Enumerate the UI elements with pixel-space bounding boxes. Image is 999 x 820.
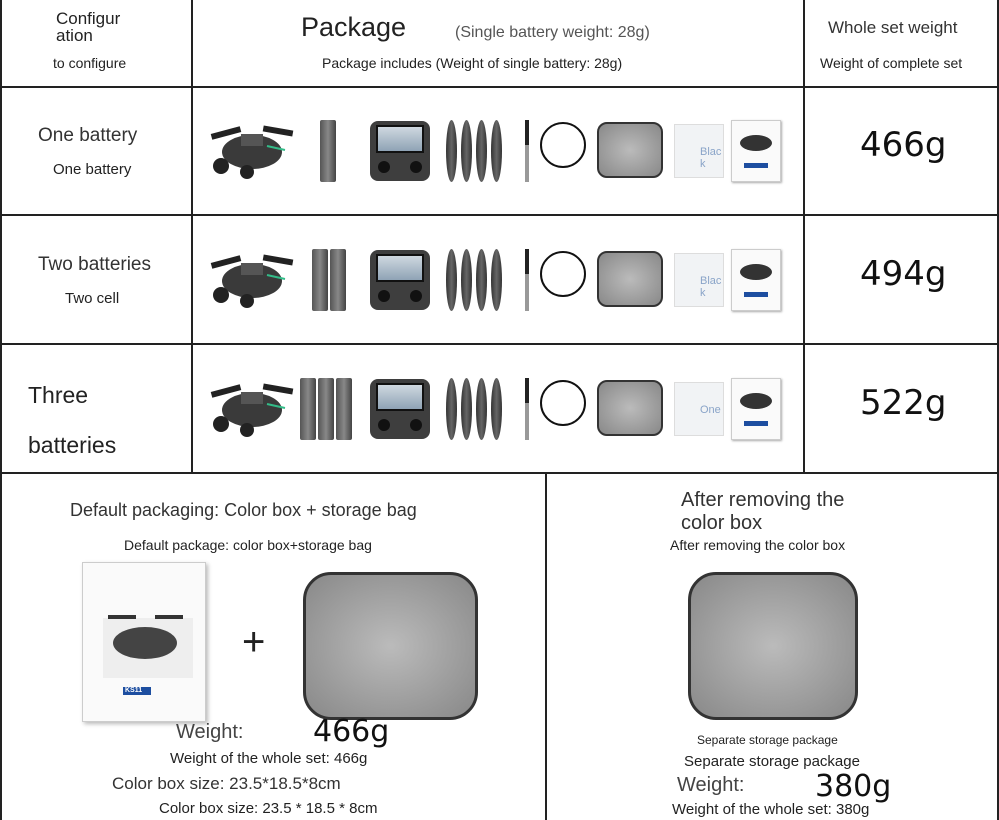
storage-bag-image <box>303 572 478 720</box>
screwdriver-icon <box>525 248 529 311</box>
drone-icon <box>210 382 294 437</box>
weight-value-right: 380g <box>815 769 892 804</box>
header-package-note: (Single battery weight: 28g) <box>455 24 650 41</box>
plus-sign: + <box>242 620 266 664</box>
weight-label: Weight: <box>176 721 244 743</box>
box-size: Color box size: 23.5*18.5*8cm <box>112 774 341 793</box>
color-box-icon <box>731 120 781 182</box>
border <box>0 0 2 820</box>
border <box>997 0 999 820</box>
divider <box>545 473 547 820</box>
header-package: Package <box>301 12 407 42</box>
usb-cable-icon <box>540 250 586 297</box>
controller-icon <box>370 378 430 439</box>
divider <box>191 0 193 473</box>
usb-cable-icon <box>540 379 586 426</box>
battery-icon <box>330 248 346 311</box>
weight-sub-right: Weight of the whole set: 380g <box>672 801 870 818</box>
box-size-sub: Color box size: 23.5 * 18.5 * 8cm <box>159 800 378 817</box>
divider <box>0 214 999 216</box>
separate: Separate storage package <box>684 753 860 770</box>
row-weight: 522g <box>860 382 947 423</box>
row-label: Three batteries <box>28 382 117 458</box>
row-label: Two batteries <box>38 253 151 275</box>
divider <box>803 0 805 473</box>
color-box-icon <box>731 377 781 440</box>
weight-label-right: Weight: <box>677 774 745 796</box>
usb-cable-icon <box>540 122 586 168</box>
row-sub: One battery <box>53 161 132 178</box>
storage-bag-image <box>688 572 858 720</box>
divider <box>0 343 999 345</box>
drone-icon <box>103 615 193 695</box>
batteries <box>320 120 338 187</box>
color-box-image: KS11 <box>82 562 206 722</box>
propellers-icon <box>446 377 506 445</box>
weight-sub: Weight of the whole set: 466g <box>170 750 368 767</box>
screwdriver-icon <box>525 120 529 182</box>
controller-icon <box>370 121 430 181</box>
weight-value: 466g <box>313 714 390 749</box>
manual-label: Blac k <box>700 274 722 299</box>
propellers-icon <box>446 120 506 187</box>
header-config: Configur ation <box>56 9 121 45</box>
row-sub: Two cell <box>65 289 120 307</box>
battery-icon <box>312 248 328 311</box>
manual-icon <box>674 252 724 307</box>
header-weight-sub: Weight of complete set <box>820 55 963 71</box>
separate-small: Separate storage package <box>697 733 838 747</box>
storage-bag-icon <box>597 250 663 307</box>
screwdriver-icon <box>525 377 529 440</box>
header-package-sub: Package includes (Weight of single batte… <box>322 55 623 71</box>
battery-icon <box>320 120 336 182</box>
header-config-sub: to configure <box>53 55 127 71</box>
storage-bag-icon <box>597 122 663 178</box>
row-weight: 466g <box>860 125 947 165</box>
drone-icon <box>210 125 294 179</box>
manual-label: One <box>700 403 721 416</box>
color-box-icon <box>731 248 781 311</box>
controller-icon <box>370 249 430 310</box>
divider <box>0 472 999 474</box>
header-weight: Whole set weight <box>828 18 958 37</box>
after-removing-sub: After removing the color box <box>670 537 846 553</box>
manual-label: Blac k <box>700 146 722 170</box>
after-removing-title: After removing the color box <box>681 489 845 534</box>
battery-icon <box>318 377 334 440</box>
box-brand: KS11 <box>125 687 143 694</box>
storage-bag-icon <box>597 379 663 436</box>
drone-icon <box>210 253 294 308</box>
batteries <box>300 377 354 445</box>
default-packaging-title: Default packaging: Color box + storage b… <box>70 500 417 520</box>
default-packaging-sub: Default package: color box+storage bag <box>124 537 372 553</box>
batteries <box>312 248 348 316</box>
manual-icon <box>674 124 724 178</box>
row-label: One battery <box>38 125 138 146</box>
battery-icon <box>300 377 316 440</box>
battery-icon <box>336 377 352 440</box>
row-weight: 494g <box>860 253 947 294</box>
manual-icon <box>674 381 724 436</box>
propellers-icon <box>446 248 506 316</box>
divider <box>0 86 999 88</box>
